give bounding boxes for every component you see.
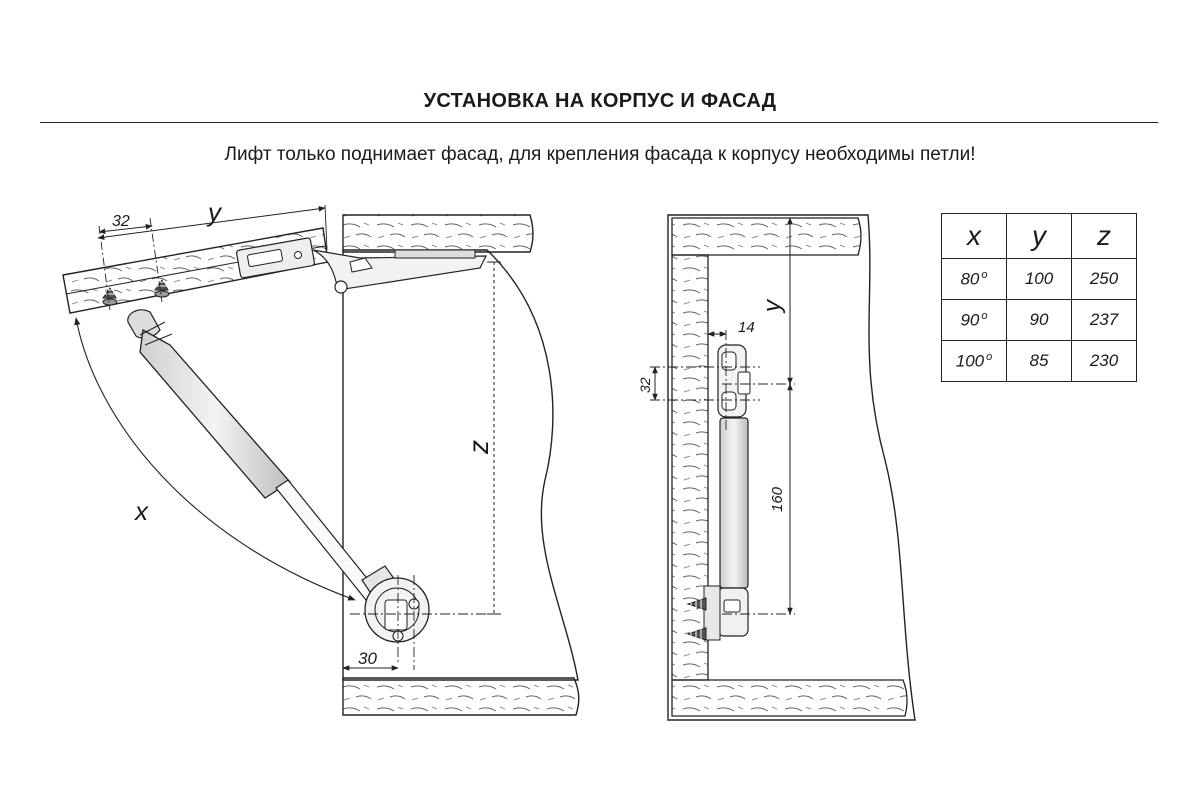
title-divider [40, 122, 1158, 123]
spec-cell-z: 230 [1071, 340, 1137, 382]
screw-icon [686, 597, 707, 611]
spec-table-header: x y z [941, 213, 1137, 259]
degree-mark: o [981, 268, 988, 281]
cabinet-top-panel [342, 214, 534, 253]
dim-x-label: x [133, 496, 149, 526]
cabinet-bottom-panel [342, 677, 580, 716]
strut-body-front [719, 417, 749, 589]
dim-160-label: 160 [769, 486, 786, 512]
spec-cell-z: 237 [1071, 299, 1137, 341]
bottom-mechanism [703, 585, 749, 641]
dimension-y-front: y [759, 217, 793, 385]
page-title: УСТАНОВКА НА КОРПУС И ФАСАД [423, 90, 777, 112]
side-view: z 30 y 32 x [62, 197, 580, 716]
dim-30-label: 30 [358, 649, 377, 668]
spec-cell-y: 100 [1006, 258, 1072, 300]
dim-z-label: z [463, 440, 494, 455]
dimension-32-front: 32 [637, 366, 658, 401]
dim-32-front-label: 32 [637, 377, 653, 393]
dimension-160: 160 [769, 383, 793, 615]
spec-header-x: x [941, 213, 1007, 259]
degree-mark: o [986, 350, 993, 363]
screw-icon [154, 279, 170, 298]
spec-value: 90 [960, 310, 980, 330]
cabinet-outline [667, 214, 916, 721]
dimension-32-side: 32 [98, 213, 163, 311]
top-bracket [717, 344, 751, 418]
front-view: y 160 14 32 [637, 214, 916, 721]
dimension-x-arc: x [74, 317, 356, 601]
screw-icon [686, 627, 707, 641]
facade-panel [62, 227, 487, 314]
cabinet-left-wall [671, 254, 709, 681]
spec-header-y: y [1006, 213, 1072, 259]
dim-y-front-label: y [759, 298, 786, 314]
side-bracket [364, 577, 430, 643]
dimension-z: z [463, 261, 501, 615]
dimension-14: 14 [707, 319, 755, 345]
dim-14-label: 14 [738, 319, 755, 336]
spec-value: 80 [960, 269, 980, 289]
cabinet-side-panel [342, 249, 579, 681]
gas-strut [127, 309, 406, 611]
spec-cell-y: 85 [1006, 340, 1072, 382]
dim-y-label: y [206, 197, 223, 227]
screw-icon [102, 287, 118, 306]
page-subtitle: Лифт только поднимает фасад, для креплен… [224, 144, 976, 165]
spec-header-z: z [1071, 213, 1137, 259]
spec-cell-z: 250 [1071, 258, 1137, 300]
spec-cell-y: 90 [1006, 299, 1072, 341]
dim-32-label: 32 [112, 213, 130, 230]
dimension-30: 30 [342, 649, 399, 671]
spec-value: 100 [955, 351, 985, 371]
degree-mark: o [981, 309, 988, 322]
